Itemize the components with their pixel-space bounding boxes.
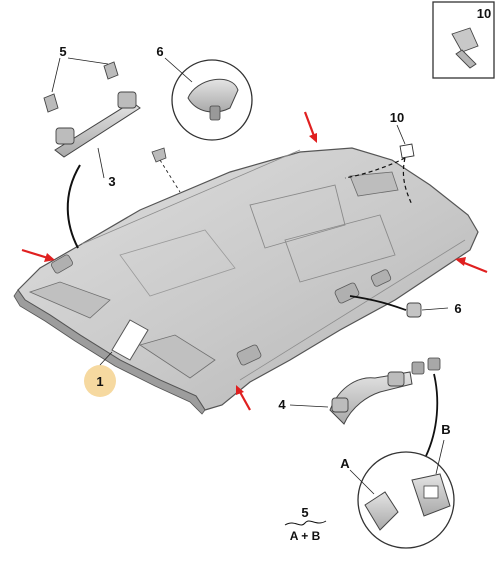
legend-formula: A + B (290, 529, 321, 543)
sunvisor-clip-lower (406, 302, 422, 318)
clip-5-right (103, 61, 119, 80)
arrow-bottom (236, 385, 251, 411)
zoom-circle-clips-ab (357, 451, 455, 549)
fastener-square (399, 143, 415, 159)
link-curve-4 (425, 373, 439, 457)
callout-a: A (340, 456, 350, 471)
leader-5 (51, 57, 109, 93)
callout-1: 1 (96, 374, 103, 389)
front-grab-handle (54, 91, 141, 158)
callout-4: 4 (278, 397, 286, 412)
dashed-leader-6 (159, 159, 181, 193)
arrow-top (303, 111, 317, 143)
leader-3 (97, 147, 105, 179)
leader-1 (99, 351, 113, 366)
leader-a (349, 469, 375, 495)
leader-6-top (164, 57, 193, 83)
link-curve-6 (349, 295, 407, 311)
sunvisor-clip-small (151, 147, 167, 163)
leader-b (435, 439, 445, 475)
link-curve-3 (66, 164, 81, 249)
callout-6-lower: 6 (454, 301, 461, 316)
leader-10 (396, 124, 406, 145)
callout-10-box: 10 (477, 6, 491, 21)
leader-6-lower (421, 307, 449, 311)
arrow-left (21, 248, 55, 262)
legend-number: 5 (301, 505, 308, 520)
callout-b: B (441, 422, 450, 437)
leader-4 (289, 404, 329, 408)
dashed-leader-10 (344, 157, 413, 206)
rear-grab-handle (329, 357, 441, 425)
callout-6-top: 6 (156, 44, 163, 59)
highlight-circle-1 (84, 365, 116, 397)
fastener-inset-box (432, 1, 495, 79)
legend-5-equals-a-plus-b: 5 A + B (284, 505, 327, 543)
clip-5-left (43, 93, 59, 113)
callout-10: 10 (390, 110, 404, 125)
zoom-circle-sunvisor-clip (171, 59, 253, 141)
arrow-right (455, 257, 488, 274)
headliner-panel (13, 147, 479, 415)
callout-3: 3 (108, 174, 115, 189)
callout-5: 5 (59, 44, 66, 59)
